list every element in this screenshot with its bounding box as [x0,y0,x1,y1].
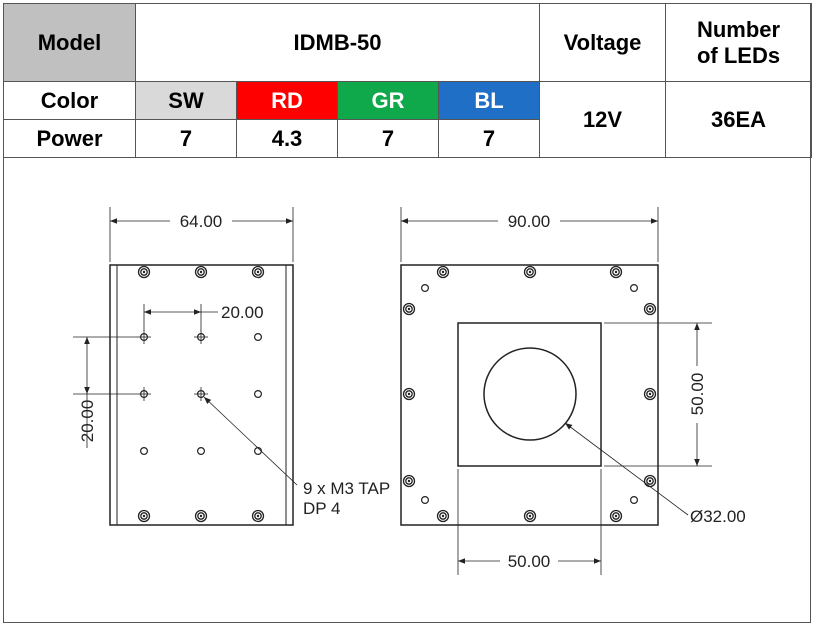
dim-hole-spacing-h: 20.00 [143,303,264,331]
leds-label-line2: of LEDs [696,42,781,68]
front-width-label: 90.00 [508,212,551,231]
light-aperture [483,347,577,441]
tap-note-line2: DP 4 [303,499,341,518]
leds-label-line1: Number [696,17,781,43]
color-rd: RD [236,81,338,120]
voltage-label: Voltage [539,3,667,82]
dim-side-width: 64.00 [109,207,294,262]
window-height-label: 50.00 [688,373,707,416]
front-view: 90.00 50.00 50.00 Ø32.00 [400,207,746,575]
power-sw: 7 [135,119,237,158]
voltage-value: 12V [539,81,667,158]
power-gr: 7 [337,119,439,158]
side-view-outline [109,264,294,526]
power-rd: 4.3 [236,119,338,158]
color-label: Color [3,81,136,120]
tap-note-line1: 9 x M3 TAP [303,479,390,498]
side-view: 64.00 20.00 20.00 9 x M3 TAP DP 4 [73,207,390,526]
leds-value: 36EA [665,81,813,158]
spec-table: Model IDMB-50 Voltage Number of LEDs Col… [3,3,813,158]
tap-holes [136,329,262,455]
light-window [457,322,602,467]
hole-spacing-v-label: 20.00 [78,400,97,443]
color-bl: BL [437,81,541,120]
side-width-label: 64.00 [180,212,223,231]
color-gr: GR [337,81,439,120]
window-width-label: 50.00 [508,552,551,571]
dim-hole-spacing-v: 20.00 [73,336,137,448]
aperture-callout: Ø32.00 [564,422,746,526]
front-view-screws [402,265,657,523]
front-view-holes [421,284,639,504]
color-sw: SW [135,81,237,120]
dim-window-height: 50.00 [604,322,712,467]
dim-front-width: 90.00 [400,207,659,262]
aperture-label: Ø32.00 [690,507,746,526]
hole-spacing-h-label: 20.00 [221,303,264,322]
front-view-outline [400,264,659,526]
tap-callout: 9 x M3 TAP DP 4 [203,396,390,518]
dim-window-width: 50.00 [457,469,602,575]
leds-label: Number of LEDs [665,3,813,82]
power-label: Power [3,119,136,158]
power-bl: 7 [437,119,541,158]
